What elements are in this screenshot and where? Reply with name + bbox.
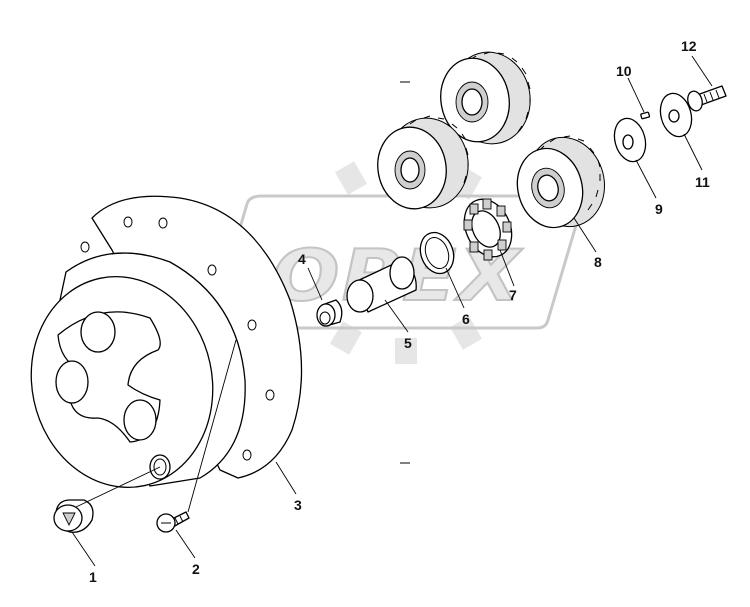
leader-2-down [175, 529, 196, 559]
leader-7 [499, 249, 515, 287]
callout-1: 1 [89, 569, 97, 585]
leader-6 [445, 267, 465, 309]
leader-8 [573, 217, 597, 253]
part-6-ring [419, 231, 455, 275]
leader-3 [275, 461, 297, 495]
gear-upper [440, 51, 531, 145]
part-12-bolt [687, 85, 727, 112]
gear-middle [377, 115, 469, 210]
leader-4 [307, 267, 323, 301]
leader-9 [635, 159, 657, 199]
callout-12: 12 [681, 38, 697, 54]
callout-5: 5 [404, 335, 412, 351]
callout-11: 11 [695, 174, 710, 190]
callouts: 1 2 3 4 5 6 7 8 9 10 11 12 [89, 38, 710, 585]
leader-11 [683, 133, 703, 171]
leader-2 [187, 339, 237, 513]
callout-7: 7 [509, 287, 517, 303]
callout-4: 4 [298, 251, 306, 267]
leader-lines [71, 55, 713, 567]
callout-2: 2 [192, 561, 200, 577]
part-4-pin [316, 299, 343, 327]
leader-5 [384, 299, 409, 333]
part-7-needle-bearing [463, 198, 513, 261]
leader-1-down [71, 531, 96, 567]
callout-8: 8 [594, 254, 602, 270]
part-10-key [640, 111, 651, 120]
leader-10 [627, 77, 645, 113]
part-2-screw [156, 511, 190, 533]
leader-12 [691, 55, 713, 87]
callout-10: 10 [616, 63, 632, 79]
callout-3: 3 [294, 497, 302, 513]
part-9-washer [613, 117, 647, 163]
part-11-washer [659, 92, 693, 138]
part-3-hub-housing [30, 195, 303, 489]
callout-6: 6 [462, 311, 470, 327]
callout-9: 9 [655, 201, 663, 217]
part-5-shaft [346, 256, 417, 313]
part-8-gear [516, 135, 606, 229]
part-1-plug [53, 499, 94, 533]
leader-1 [75, 466, 161, 508]
